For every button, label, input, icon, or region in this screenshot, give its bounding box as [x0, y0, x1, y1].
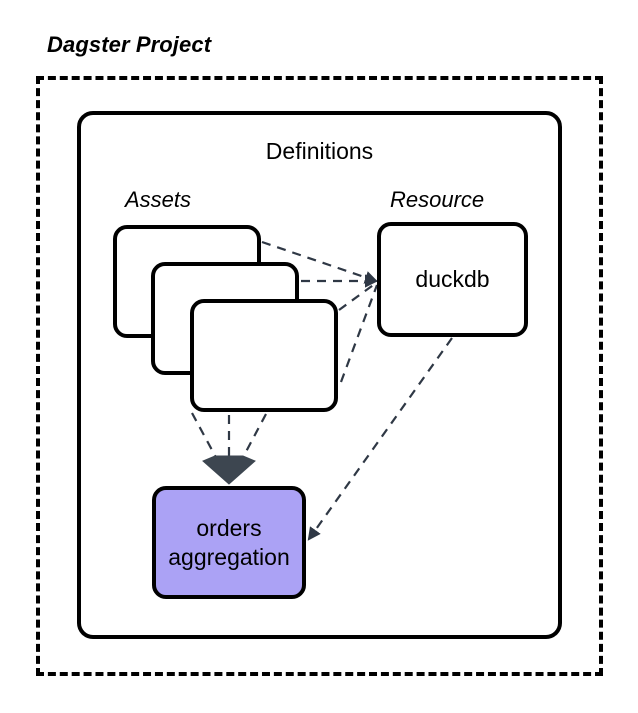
definitions-label: Definitions [265, 138, 374, 164]
group-label-assets: Assets [125, 187, 192, 212]
project-boundary [36, 76, 603, 676]
asset-card-3[interactable] [190, 299, 338, 412]
asset-node-label-line2: aggregation [168, 543, 290, 570]
resource-node-label: duckdb [415, 265, 490, 292]
project-title: Dagster Project [47, 32, 212, 57]
resource-node-duckdb[interactable]: duckdb [377, 222, 528, 337]
asset-node-label-line1: orders [196, 515, 262, 542]
group-label-resource: Resource [390, 187, 485, 212]
asset-node-orders-aggregation[interactable]: orders aggregation [152, 486, 306, 599]
